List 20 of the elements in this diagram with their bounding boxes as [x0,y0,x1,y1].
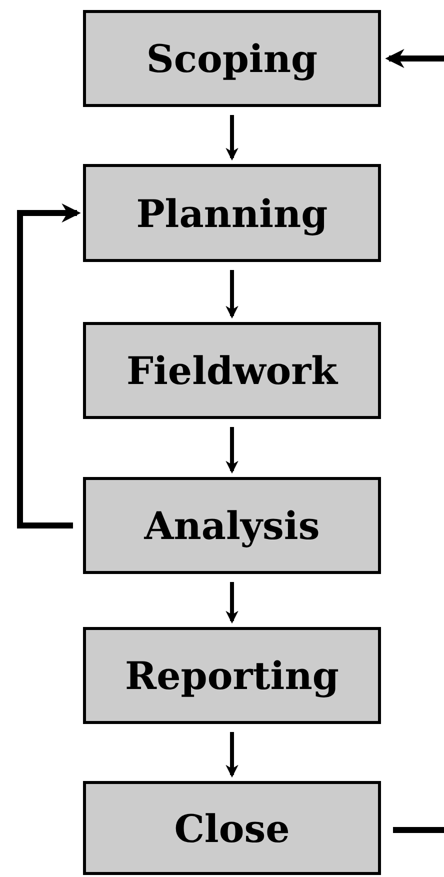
connector-line [393,827,444,833]
process-box [83,477,381,574]
arrow [226,732,238,778]
step-label: Reporting [125,653,339,698]
process-box [83,781,381,875]
step-label: Analysis [144,503,320,548]
process-box [83,164,381,262]
process-box [83,10,381,107]
arrow [226,427,238,474]
process-box [83,627,381,724]
step-label: Close [174,806,290,850]
arrow [385,48,444,68]
step-label: Planning [136,190,328,236]
arrow [226,115,238,161]
step-label: Fieldwork [126,348,338,393]
arrow [17,203,81,528]
process-box [83,322,381,419]
arrow [226,582,238,624]
step-label: Scoping [146,36,318,81]
arrow [226,270,238,319]
